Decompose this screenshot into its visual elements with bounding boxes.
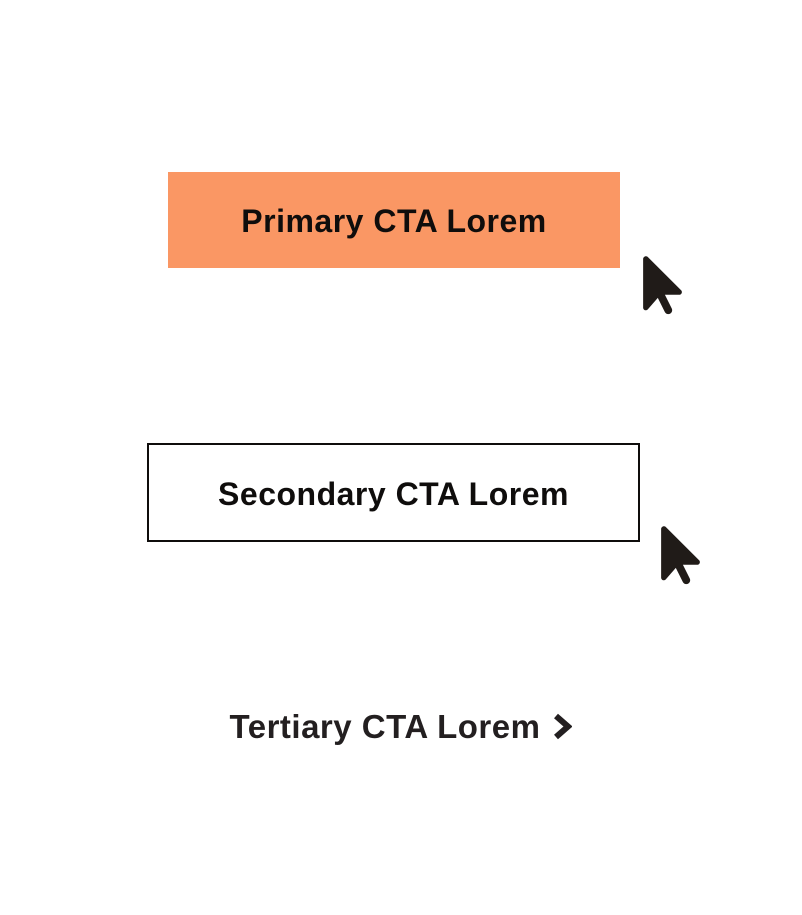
secondary-cta-button[interactable]: Secondary CTA Lorem [147,443,640,542]
chevron-right-icon [554,713,573,740]
secondary-cta-label: Secondary CTA Lorem [218,475,569,512]
primary-cta-label: Primary CTA Lorem [241,203,547,239]
cursor-pointer-icon [643,256,682,315]
tertiary-cta-link[interactable]: Tertiary CTA Lorem [0,700,802,750]
cursor-pointer-icon [661,526,700,585]
tertiary-cta-label: Tertiary CTA Lorem [229,707,541,745]
primary-cta-button[interactable]: Primary CTA Lorem [168,172,620,268]
